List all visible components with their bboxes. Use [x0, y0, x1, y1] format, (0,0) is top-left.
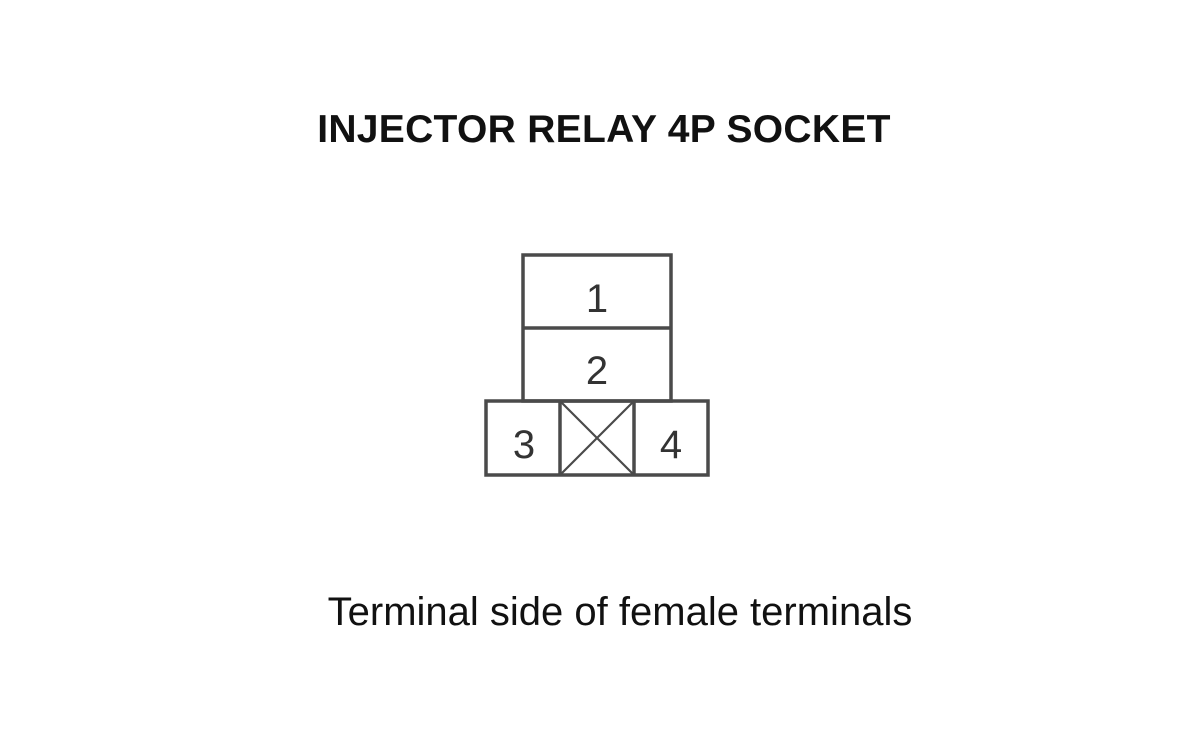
diagram-caption: Terminal side of female terminals: [327, 590, 913, 634]
pin-3-label: 3: [513, 423, 535, 467]
pin-2-label: 2: [586, 349, 608, 393]
connector-lower-housing: [484, 399, 710, 477]
pin-4-label: 4: [660, 423, 682, 467]
pin-1-label: 1: [586, 277, 608, 321]
diagram-title: INJECTOR RELAY 4P SOCKET: [317, 108, 891, 151]
x-mark-icon: [559, 400, 635, 476]
